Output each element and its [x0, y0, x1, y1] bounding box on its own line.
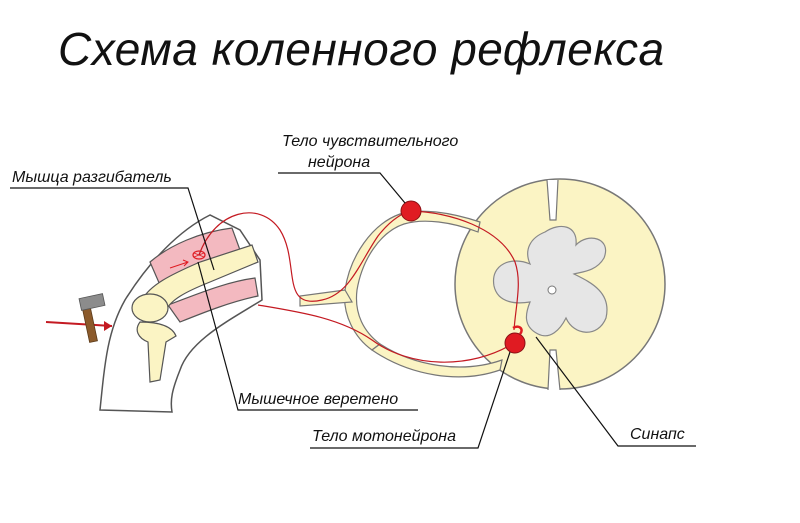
label-sensory-body-line1: Тело чувствительного	[282, 133, 459, 150]
sensory-fiber-peripheral	[198, 210, 412, 302]
sensory-fiber-central	[410, 210, 519, 331]
spinal-nerve	[299, 289, 354, 307]
sensory-neuron-body	[400, 200, 422, 222]
leader-motor-body	[310, 351, 511, 449]
leader-synapse	[535, 336, 696, 447]
leader-muscle-extensor	[10, 187, 215, 271]
reflex-hammer	[45, 293, 113, 343]
grey-matter	[492, 225, 608, 337]
ventral-fissure	[547, 349, 561, 391]
strike-arrow	[45, 321, 113, 327]
patella	[131, 293, 169, 323]
muscle-arrow	[169, 261, 189, 269]
label-sensory-body-line2: нейрона	[308, 154, 371, 171]
femur-bone	[141, 244, 259, 313]
strike-arrowhead	[104, 321, 112, 331]
motor-fiber	[257, 304, 515, 363]
label-motor-neuron-body: Тело мотонейрона	[312, 428, 456, 445]
hammer-head	[78, 293, 106, 311]
dorsal-fissure	[546, 179, 559, 221]
leader-muscle-spindle	[197, 261, 418, 411]
synapse-mark	[512, 325, 523, 335]
label-muscle-extensor: Мышца разгибатель	[12, 169, 172, 186]
leader-sensory-body	[278, 172, 406, 204]
label-synapse: Синапс	[630, 426, 685, 443]
diagram-title: Схема коленного рефлекса	[58, 23, 665, 75]
label-muscle-spindle: Мышечное веретено	[238, 391, 399, 408]
muscle-arrowhead	[182, 259, 189, 267]
tibia-bone	[136, 321, 177, 383]
motor-neuron-body	[504, 332, 526, 354]
central-canal	[547, 285, 557, 295]
flexor-muscle	[167, 277, 259, 323]
leader-lines	[10, 172, 696, 449]
spinal-cord	[454, 178, 666, 391]
